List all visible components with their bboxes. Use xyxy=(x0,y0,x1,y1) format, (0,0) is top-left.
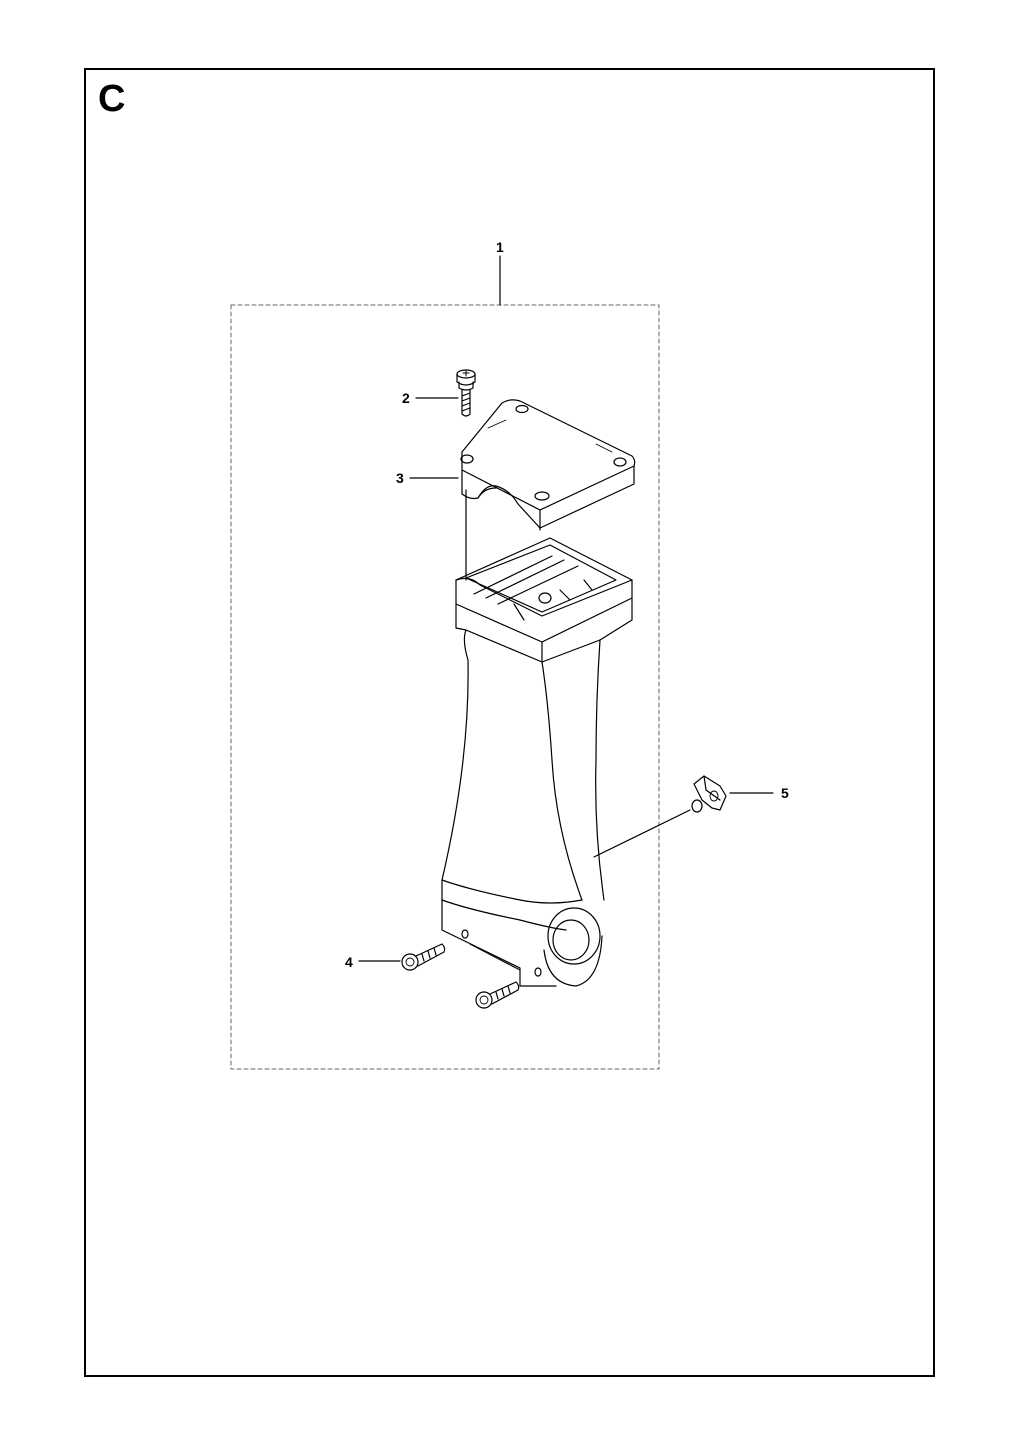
screw-top xyxy=(456,369,476,417)
callout-1: 1 xyxy=(496,239,504,255)
callout-3: 3 xyxy=(396,470,404,486)
callout-4: 4 xyxy=(345,954,353,970)
screw-bottom-a xyxy=(401,943,446,971)
cap xyxy=(460,399,636,531)
leader-5b xyxy=(593,809,691,858)
section-letter: C xyxy=(98,78,126,120)
bottom-clamp xyxy=(441,899,603,987)
screw-bottom-b xyxy=(475,981,520,1009)
page-frame xyxy=(84,68,935,1377)
kit-boundary xyxy=(230,304,660,1070)
callout-5: 5 xyxy=(781,785,789,801)
callout-2: 2 xyxy=(402,390,410,406)
clamp-housing xyxy=(455,537,633,663)
handle-shaft xyxy=(441,629,605,931)
clip xyxy=(691,775,727,813)
